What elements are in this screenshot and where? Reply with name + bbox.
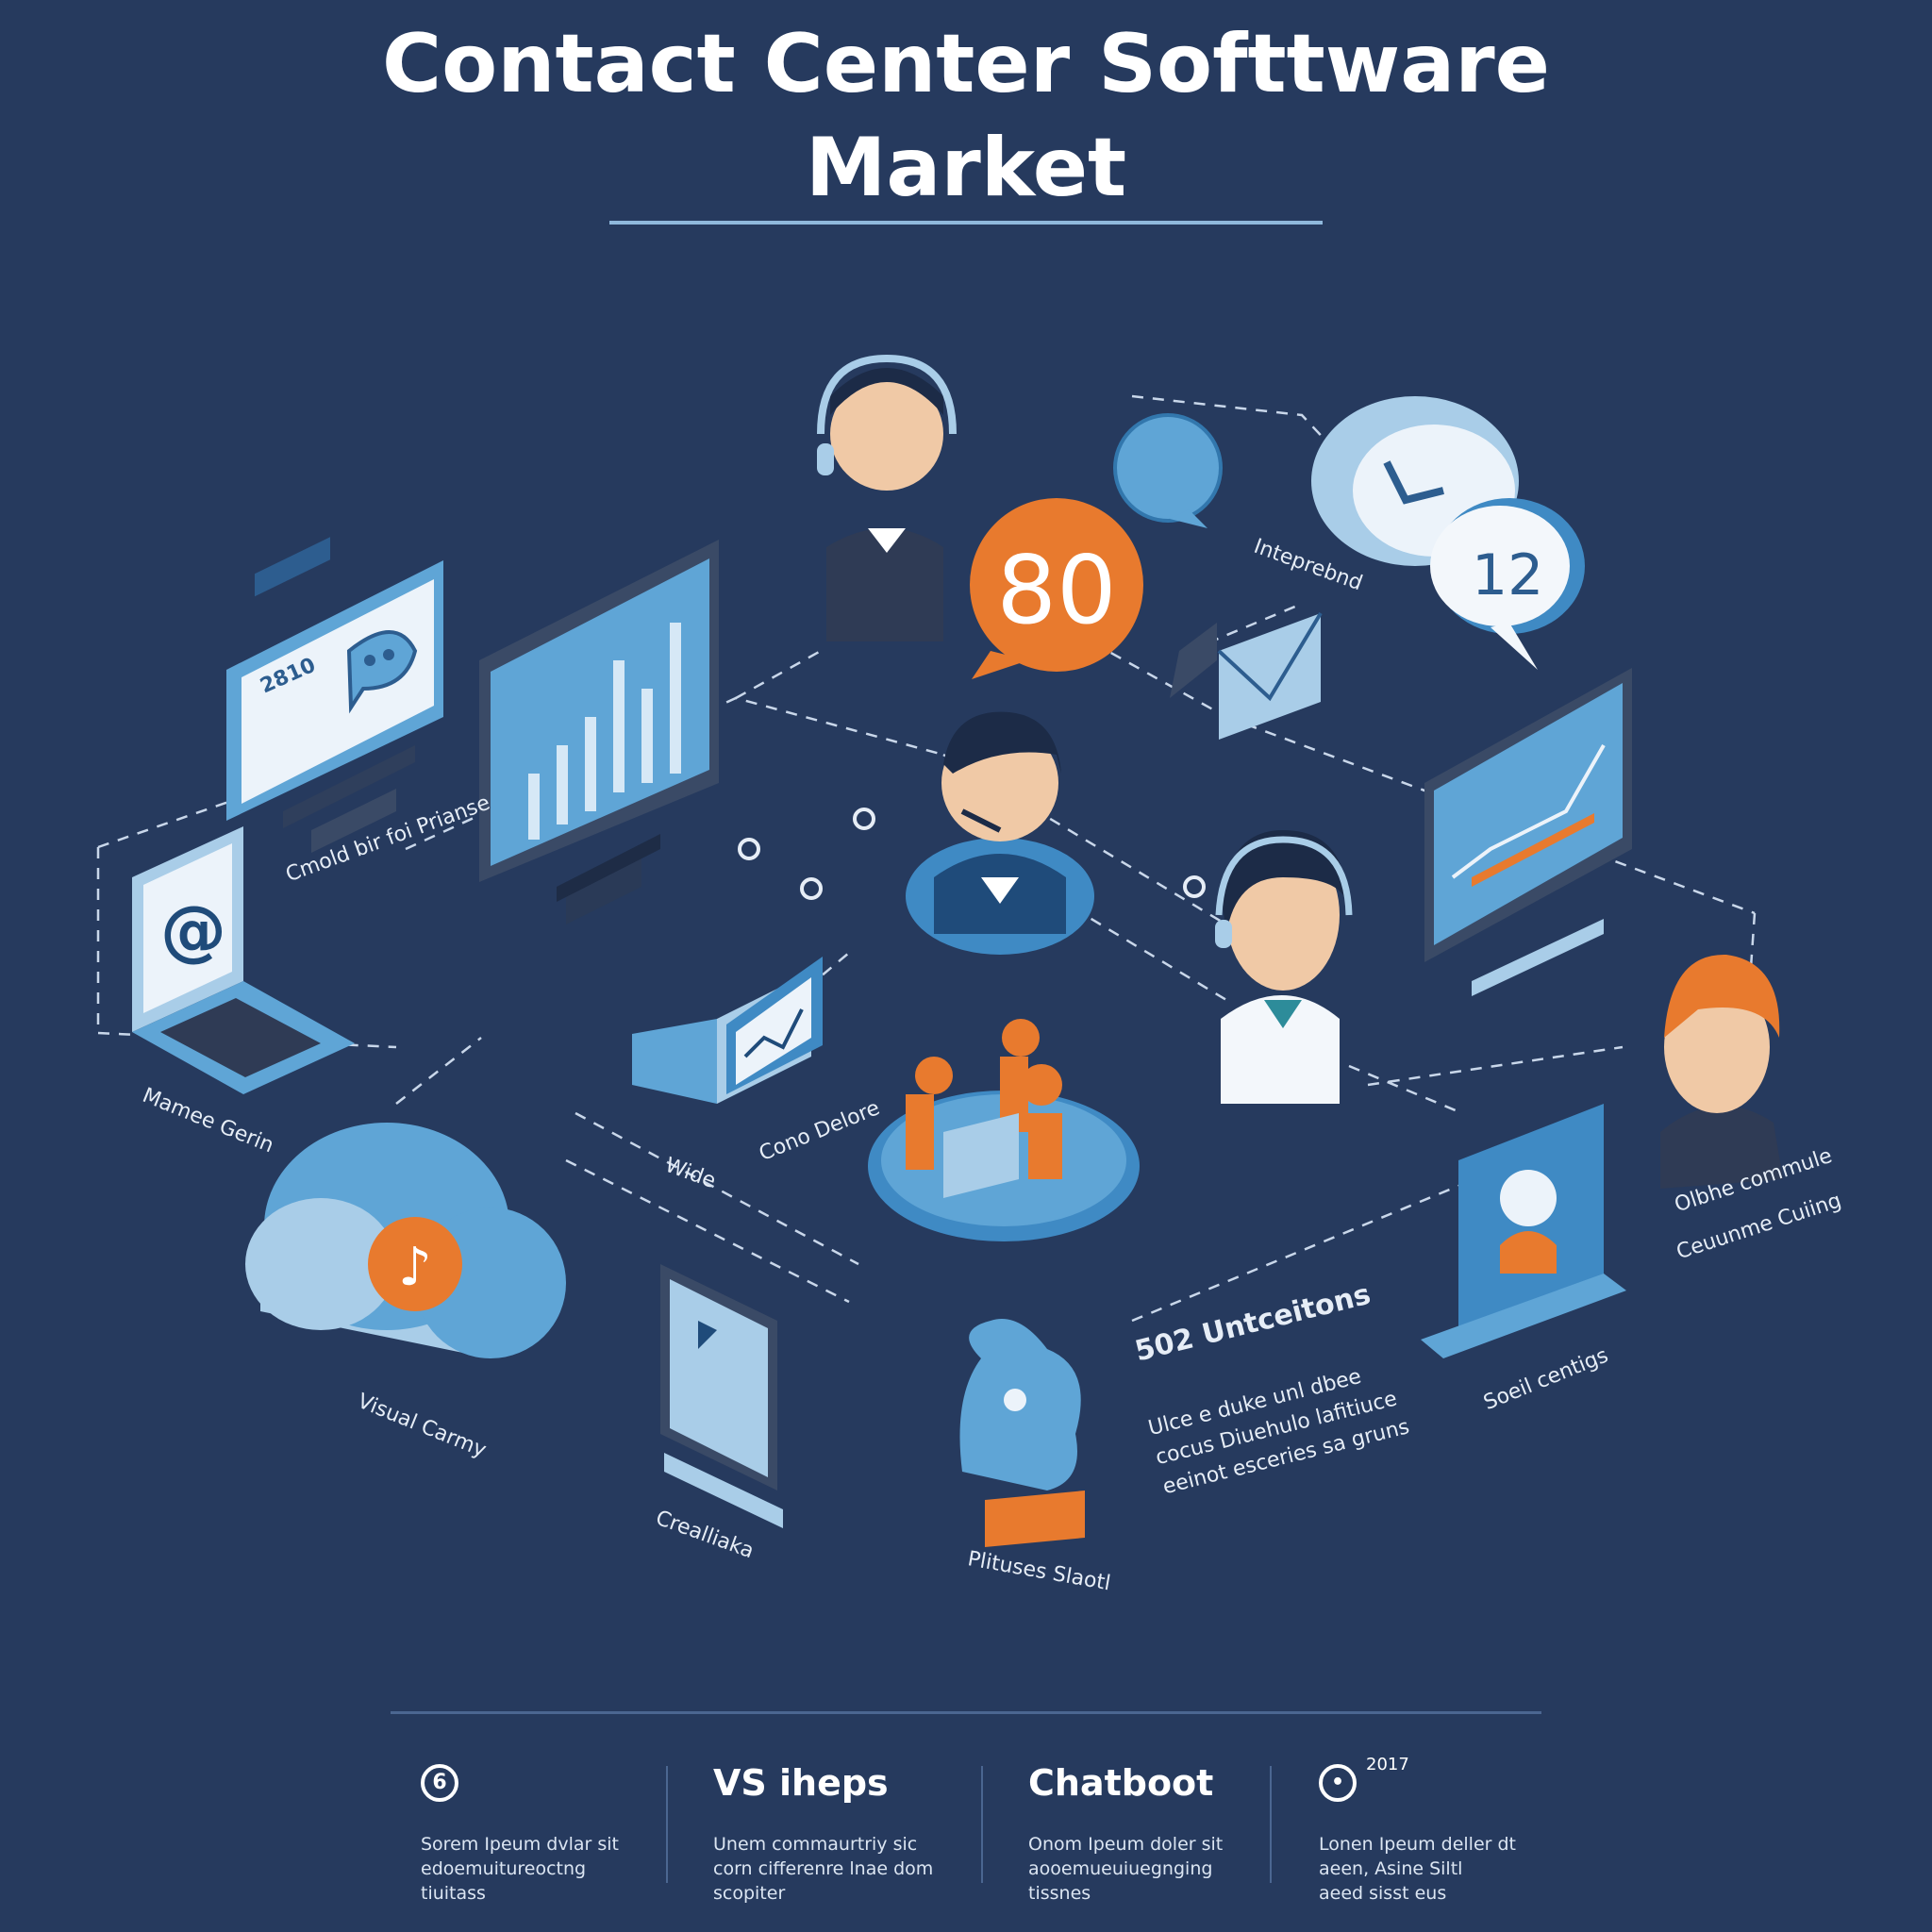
video-screen-icon [660,1264,783,1528]
envelope-icon [1170,611,1323,740]
bubble-number: 80 [996,535,1116,645]
small-chat-bubble [1113,413,1223,528]
footer-head-2: VS iheps [713,1762,889,1804]
node-circle [853,808,875,830]
footer-column-4: • 2017 Lonen Ipeum deller dt aeen, Asine… [1319,1755,1602,1906]
agent-headset-center [906,711,1094,955]
footer-head-3: Chatboot [1028,1762,1214,1804]
cloud-music-icon: ♪ [245,1123,566,1358]
footer-head-4: • 2017 [1319,1755,1602,1811]
agent-headset-top [817,354,957,641]
footer-separator [1270,1766,1272,1883]
footer-desc-1: Sorem Ipeum dvlar sit edoemuitureoctng t… [421,1834,619,1904]
node-circle [1183,875,1206,898]
footer-desc-4: Lonen Ipeum deller dt aeen, Asine Siltl … [1319,1834,1516,1904]
footer-separator [981,1766,983,1883]
speech-bubble-light [1430,498,1585,670]
footer-year: 2017 [1366,1755,1409,1774]
title-line-1: Contact Center Softtware [382,17,1550,111]
number-six-icon: 6 [421,1764,458,1802]
footer-column-2: VS iheps Unem commaurtriy sic corn ciffe… [713,1755,996,1906]
footer-desc-3: Onom Ipeum doler sit aooemueuiuegnging t… [1028,1834,1224,1904]
agent-headset-right [1215,830,1353,1104]
bubble-number-2: 12 [1472,542,1543,608]
speech-bubble-orange [970,498,1143,679]
title-line-2: Market [805,121,1127,215]
footer-column-3: Chatboot Onom Ipeum doler sit aooemueuiu… [1028,1755,1311,1906]
title-divider [609,221,1323,225]
dashboard-desk-icon [632,957,823,1104]
footer-column-1: 6 Sorem Ipeum dvlar sit edoemuitureoctng… [421,1755,704,1906]
footer-divider [391,1711,1541,1714]
monitor-chat-icon [226,537,443,853]
customer-orange-hair [1660,954,1783,1189]
footer-separator [666,1766,668,1883]
node-circle [738,838,760,860]
chatbot-robot-icon [959,1319,1085,1547]
laptop-email-icon [132,826,355,1094]
team-meeting-platform [868,1019,1140,1241]
social-kiosk-icon [1421,1104,1626,1358]
footer-head-1: 6 [421,1755,704,1811]
footer-desc-2: Unem commaurtriy sic corn cifferenre lna… [713,1834,934,1904]
node-circle [800,877,823,900]
analytics-monitor-icon [479,540,719,924]
target-icon: • [1319,1764,1357,1802]
trend-chart-monitor [1424,668,1632,996]
at-sign-icon: @ [160,891,226,969]
music-note-icon: ♪ [398,1237,432,1298]
